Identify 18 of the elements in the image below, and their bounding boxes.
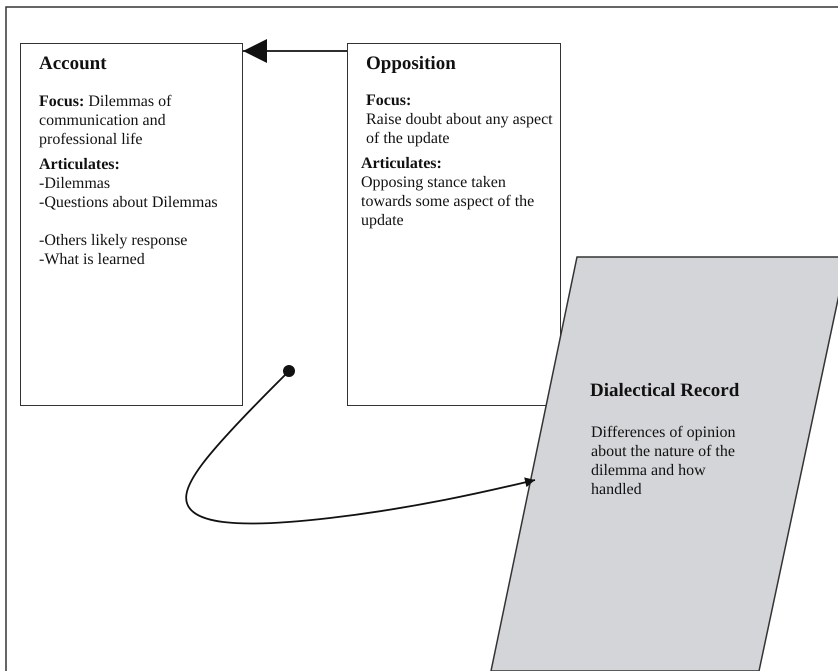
box-text: Focus: Dilemmas of communication and professional life [39,92,172,149]
box-title: Account [39,54,108,73]
box-text: -Others likely response [39,231,188,250]
section-heading: Focus: [366,91,412,110]
process-box [20,43,243,406]
section-heading: Articulates: [361,154,443,173]
box-text: -Questions about Dilemmas [39,193,219,212]
arrow [185,365,536,524]
box-text: -What is learned [39,250,146,269]
box-text: -Dilemmas [39,174,112,193]
box-text: Raise doubt about any aspect of the update [366,110,554,148]
box-text: Opposing stance taken towards some aspect of the update [361,173,536,230]
process-box [347,43,561,406]
box-title: Dialectical Record [590,381,740,400]
arrow [243,39,347,63]
section-heading: Articulates: [39,155,121,174]
box-title: Opposition [366,54,457,73]
box-text: Differences of opinion about the nature of the dilemma and how handled [591,423,737,499]
